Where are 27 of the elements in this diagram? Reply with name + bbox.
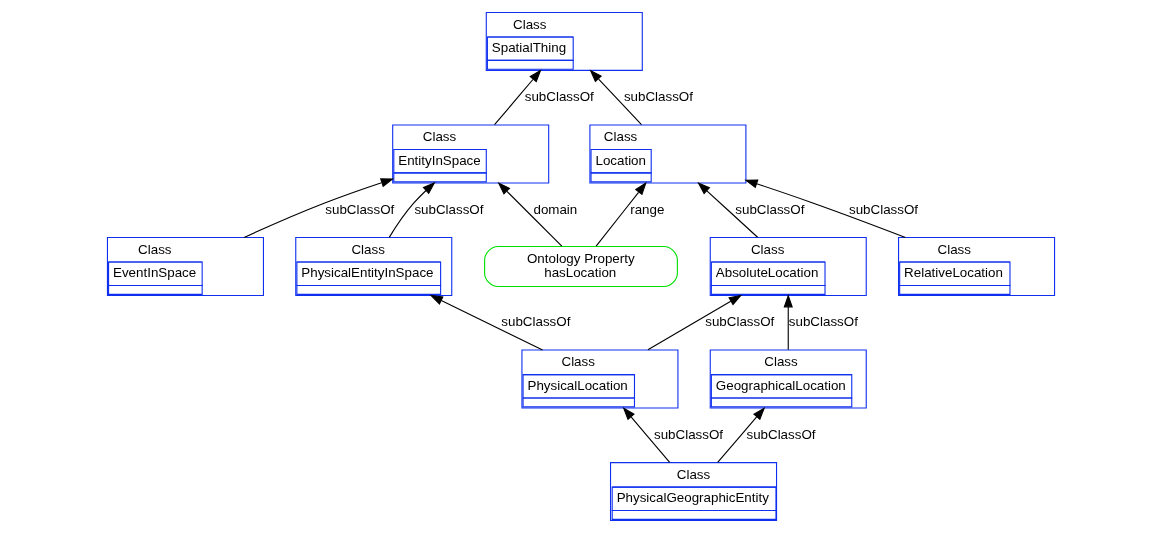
arrow <box>647 294 743 351</box>
arrow <box>589 69 643 126</box>
edge-label: subClassOf <box>623 89 693 105</box>
edge-label: subClassOf <box>653 426 724 442</box>
arrow <box>429 294 544 351</box>
arrow <box>744 179 906 239</box>
node-box: Ontology Property hasLocation <box>484 245 678 288</box>
edge-label: subClassOf <box>524 89 594 105</box>
edge-label: subClassOf <box>705 314 775 330</box>
arrow <box>388 181 436 238</box>
arrow <box>697 182 759 238</box>
edge-label: range <box>630 201 665 217</box>
edge-label: subClassOf <box>848 201 919 217</box>
edge-label: domain <box>533 201 578 217</box>
arrow <box>717 406 766 463</box>
arrow <box>494 69 542 126</box>
edge-label: subClassOf <box>746 426 816 442</box>
arrow <box>497 182 563 247</box>
arrow <box>595 181 647 247</box>
edge-label: subClassOf <box>414 201 484 217</box>
arrow <box>622 406 671 463</box>
arrow <box>243 178 395 238</box>
edge-label: subClassOf <box>735 201 805 217</box>
arrow <box>783 294 793 351</box>
edge-label: subClassOf <box>501 314 571 330</box>
edge-label: subClassOf <box>788 314 858 330</box>
edge-label: subClassOf <box>325 201 395 217</box>
